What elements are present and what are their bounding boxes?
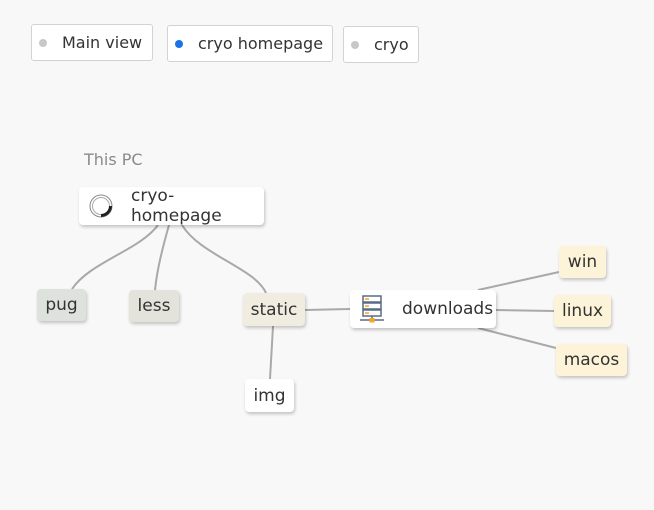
node-pug[interactable]: pug (37, 289, 86, 321)
node-linux[interactable]: linux (554, 295, 611, 327)
node-win[interactable]: win (559, 246, 606, 278)
node-label: linux (561, 301, 604, 321)
tab-label: cryo homepage (198, 34, 324, 53)
status-dot-icon (39, 38, 47, 47)
edge-root-pug (71, 224, 159, 290)
status-dot-icon (175, 39, 183, 48)
group-label-this-pc: This PC (84, 150, 143, 169)
server-icon (359, 295, 385, 323)
node-label: macos (563, 350, 620, 370)
edge-downloads-win (477, 271, 560, 291)
edge-static-img (269, 325, 274, 380)
tab-label: Main view (62, 33, 143, 52)
edge-root-static (181, 224, 267, 294)
node-label: cryo-homepage (131, 186, 222, 226)
node-label: img (253, 385, 286, 406)
edge-downloads-linux (495, 309, 555, 312)
node-label: less (137, 296, 171, 316)
status-dot-icon (351, 40, 359, 49)
tab-label: cryo (374, 35, 409, 54)
tab-cryo[interactable]: cryo (343, 26, 419, 63)
edge-downloads-macos (477, 327, 557, 349)
node-label: pug (45, 295, 78, 315)
node-static[interactable]: static (243, 293, 305, 326)
edge-static-downloads (304, 308, 351, 311)
node-label: downloads (402, 299, 494, 319)
node-macos[interactable]: macos (556, 344, 627, 376)
node-label: static (250, 299, 298, 320)
node-less[interactable]: less (129, 290, 179, 322)
node-cryo-homepage[interactable]: cryo-homepage (79, 186, 264, 226)
node-downloads[interactable]: downloads (350, 290, 496, 328)
edge-root-less (154, 224, 170, 291)
tab-main-view[interactable]: Main view (31, 24, 153, 61)
loading-ring-icon (88, 193, 114, 219)
node-label: win (567, 252, 598, 272)
tab-cryo-homepage[interactable]: cryo homepage (167, 25, 333, 62)
node-img[interactable]: img (245, 379, 294, 412)
